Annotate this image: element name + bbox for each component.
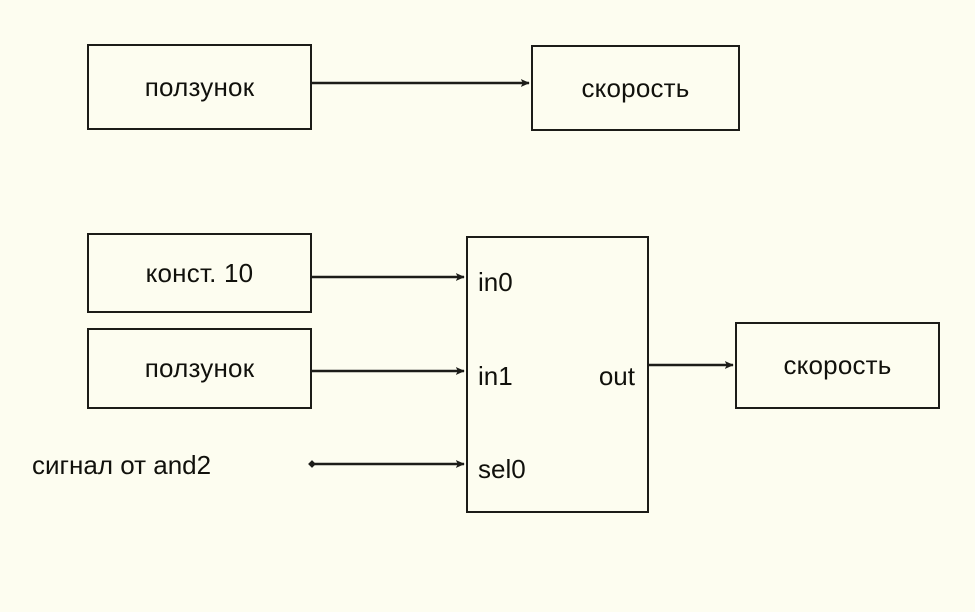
node-slider-top[interactable]: ползунок xyxy=(87,44,312,130)
node-label: ползунок xyxy=(144,353,255,383)
port-in1: in1 xyxy=(478,361,513,391)
node-label: скорость xyxy=(783,350,892,380)
node-slider-bottom[interactable]: ползунок xyxy=(87,328,312,409)
node-multiplexer[interactable]: in0 in1 sel0 out xyxy=(466,236,649,513)
port-in0: in0 xyxy=(478,267,513,297)
node-const10[interactable]: конст. 10 xyxy=(87,233,312,313)
port-out: out xyxy=(598,361,635,391)
node-speed-top[interactable]: скорость xyxy=(531,45,740,131)
node-label: конст. 10 xyxy=(145,257,254,288)
node-label: скорость xyxy=(581,72,690,103)
node-label: ползунок xyxy=(144,71,255,102)
node-speed-bottom[interactable]: скорость xyxy=(735,322,940,409)
port-sel0: sel0 xyxy=(478,454,526,484)
label-and2-signal: сигнал от and2 xyxy=(32,450,212,480)
